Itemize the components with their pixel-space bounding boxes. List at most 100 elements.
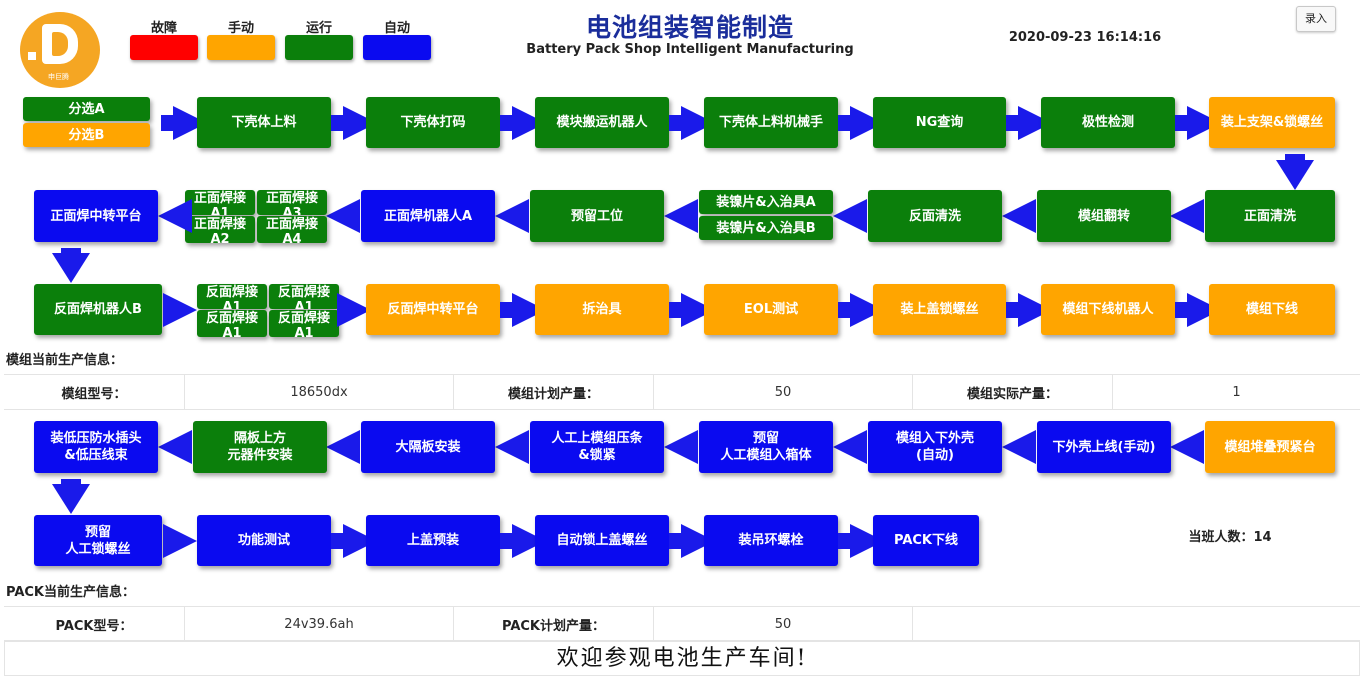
flow-arrow-shaft: [331, 533, 345, 549]
station-front-weld-a4[interactable]: 正面焊接 A4: [257, 216, 327, 243]
station-front-weld-robot-a[interactable]: 正面焊机器人A: [361, 190, 495, 242]
logo-text: 申巨腾: [48, 73, 69, 81]
station-sort-b[interactable]: 分选B: [23, 123, 150, 147]
station-nickel-fixture-b[interactable]: 装镍片&入治具B: [699, 216, 833, 240]
flow-arrow-shaft: [853, 208, 867, 224]
flow-arrow-shaft: [161, 115, 175, 131]
station-lower-case-online[interactable]: 下外壳上线(手动): [1037, 421, 1171, 473]
pack-plan-value: 50: [654, 607, 913, 641]
station-module-flip[interactable]: 模组翻转: [1037, 190, 1171, 242]
flow-arrow-shaft: [500, 302, 514, 318]
module-model-label: 模组型号：: [4, 375, 185, 409]
legend-manual-swatch: [207, 35, 275, 60]
logo-dot: [28, 52, 36, 60]
legend-running-swatch: [285, 35, 353, 60]
station-module-into-case[interactable]: 模组入下外壳 (自动): [868, 421, 1002, 473]
legend-auto-swatch: [363, 35, 431, 60]
module-info-title: 模组当前生产信息：: [6, 353, 124, 368]
flow-arrow-shaft: [346, 208, 360, 224]
module-info-table: 模组型号： 18650dx 模组计划产量： 50 模组实际产量： 1: [4, 374, 1360, 410]
company-logo: 申巨腾: [20, 12, 100, 88]
station-back-weld-1[interactable]: 反面焊接 A1: [197, 284, 267, 309]
module-plan-label: 模组计划产量：: [454, 375, 654, 409]
pack-model-value: 24v39.6ah: [185, 607, 454, 641]
station-partition-components[interactable]: 隔板上方 元器件安装: [193, 421, 327, 473]
station-back-cleaning[interactable]: 反面清洗: [868, 190, 1002, 242]
flow-arrow-shaft: [1190, 439, 1204, 455]
station-module-transfer-robot[interactable]: 模块搬运机器人: [535, 97, 669, 148]
flow-arrow-shaft: [838, 115, 852, 131]
flow-arrow-right-icon: [163, 293, 197, 327]
station-front-weld-a2[interactable]: 正面焊接 A2: [185, 216, 255, 243]
flow-arrow-right-icon: [337, 293, 371, 327]
pack-info-title: PACK当前生产信息：: [6, 585, 136, 600]
station-reserved[interactable]: 预留工位: [530, 190, 664, 242]
station-back-weld-2[interactable]: 反面焊接 A1: [197, 310, 267, 337]
flow-arrow-right-icon: [163, 524, 197, 558]
legend-manual-label: 手动: [227, 21, 254, 36]
flow-arrow-shaft: [500, 115, 514, 131]
module-plan-value: 50: [654, 375, 913, 409]
station-eol-test[interactable]: EOL测试: [704, 284, 838, 335]
flow-arrow-shaft: [684, 208, 698, 224]
station-pack-offline[interactable]: PACK下线: [873, 515, 979, 566]
flow-arrow-shaft: [1175, 302, 1189, 318]
welcome-banner: 欢迎参观电池生产车间!: [4, 640, 1360, 676]
station-back-weld-4[interactable]: 反面焊接 A1: [269, 310, 339, 337]
station-front-weld-a1[interactable]: 正面焊接 A1: [185, 190, 255, 215]
pack-plan-label: PACK计划产量：: [454, 607, 654, 641]
station-lower-shell-coding[interactable]: 下壳体打码: [366, 97, 500, 148]
module-actual-label: 模组实际产量：: [913, 375, 1113, 409]
station-front-weld-a3[interactable]: 正面焊接 A3: [257, 190, 327, 215]
flow-arrow-shaft: [1175, 115, 1189, 131]
station-bracket-screw[interactable]: 装上支架&锁螺丝: [1209, 97, 1335, 148]
flow-arrow-down-icon: [1276, 160, 1314, 190]
station-polarity-check[interactable]: 极性检测: [1041, 97, 1175, 148]
station-low-voltage-plug[interactable]: 装低压防水插头 &低压线束: [34, 421, 158, 473]
legend-running-label: 运行: [305, 21, 332, 36]
legend-fault-swatch: [130, 35, 198, 60]
flow-arrow-shaft: [500, 533, 514, 549]
station-sort-a[interactable]: 分选A: [23, 97, 150, 121]
station-ng-query[interactable]: NG查询: [873, 97, 1006, 148]
flow-arrow-shaft: [515, 439, 529, 455]
station-function-test[interactable]: 功能测试: [197, 515, 331, 566]
flow-arrow-shaft: [1022, 439, 1036, 455]
flow-arrow-shaft: [515, 208, 529, 224]
station-back-weld-robot-b[interactable]: 反面焊机器人B: [34, 284, 162, 335]
station-big-partition[interactable]: 大隔板安装: [361, 421, 495, 473]
station-eyebolt-install[interactable]: 装吊环螺栓: [704, 515, 838, 566]
station-auto-cover-screw[interactable]: 自动锁上盖螺丝: [535, 515, 669, 566]
pack-model-label: PACK型号：: [4, 607, 185, 641]
station-module-offline[interactable]: 模组下线: [1209, 284, 1335, 335]
station-back-weld-transfer[interactable]: 反面焊中转平台: [366, 284, 500, 335]
flow-arrow-shaft: [1006, 302, 1020, 318]
station-module-stack-preload[interactable]: 模组堆叠预紧台: [1205, 421, 1335, 473]
legend-fault-label: 故障: [150, 21, 177, 36]
station-module-bar-lock[interactable]: 人工上模组压条 &锁紧: [530, 421, 664, 473]
station-lower-shell-manipulator[interactable]: 下壳体上料机械手: [704, 97, 838, 148]
entry-button[interactable]: 录入: [1296, 6, 1336, 32]
flow-arrow-shaft: [669, 302, 683, 318]
flow-arrow-shaft: [1022, 208, 1036, 224]
station-back-weld-3[interactable]: 反面焊接 A1: [269, 284, 339, 309]
station-top-cover-screw[interactable]: 装上盖锁螺丝: [873, 284, 1006, 335]
station-nickel-fixture-a[interactable]: 装镍片&入治具A: [699, 190, 833, 214]
flow-arrow-shaft: [178, 439, 192, 455]
station-reserved-manual-screw[interactable]: 预留 人工锁螺丝: [34, 515, 162, 566]
page-subtitle: Battery Pack Shop Intelligent Manufactur…: [526, 42, 854, 57]
station-front-weld-transfer[interactable]: 正面焊中转平台: [34, 190, 158, 242]
station-remove-fixture[interactable]: 拆治具: [535, 284, 669, 335]
flow-arrow-down-icon: [52, 484, 90, 514]
legend-auto-label: 自动: [383, 21, 410, 36]
flow-arrow-down-icon: [52, 253, 90, 283]
station-top-cover-preassembly[interactable]: 上盖预装: [366, 515, 500, 566]
station-lower-shell-loading[interactable]: 下壳体上料: [197, 97, 331, 148]
page-title: 电池组装智能制造: [585, 13, 794, 42]
flow-arrow-shaft: [1285, 154, 1305, 164]
station-reserved-manual-module-box[interactable]: 预留 人工模组入箱体: [699, 421, 833, 473]
flow-arrow-shaft: [838, 302, 852, 318]
station-front-cleaning[interactable]: 正面清洗: [1205, 190, 1335, 242]
current-datetime: 2020-09-23 16:14:16: [1008, 30, 1162, 45]
station-module-offline-robot[interactable]: 模组下线机器人: [1041, 284, 1175, 335]
